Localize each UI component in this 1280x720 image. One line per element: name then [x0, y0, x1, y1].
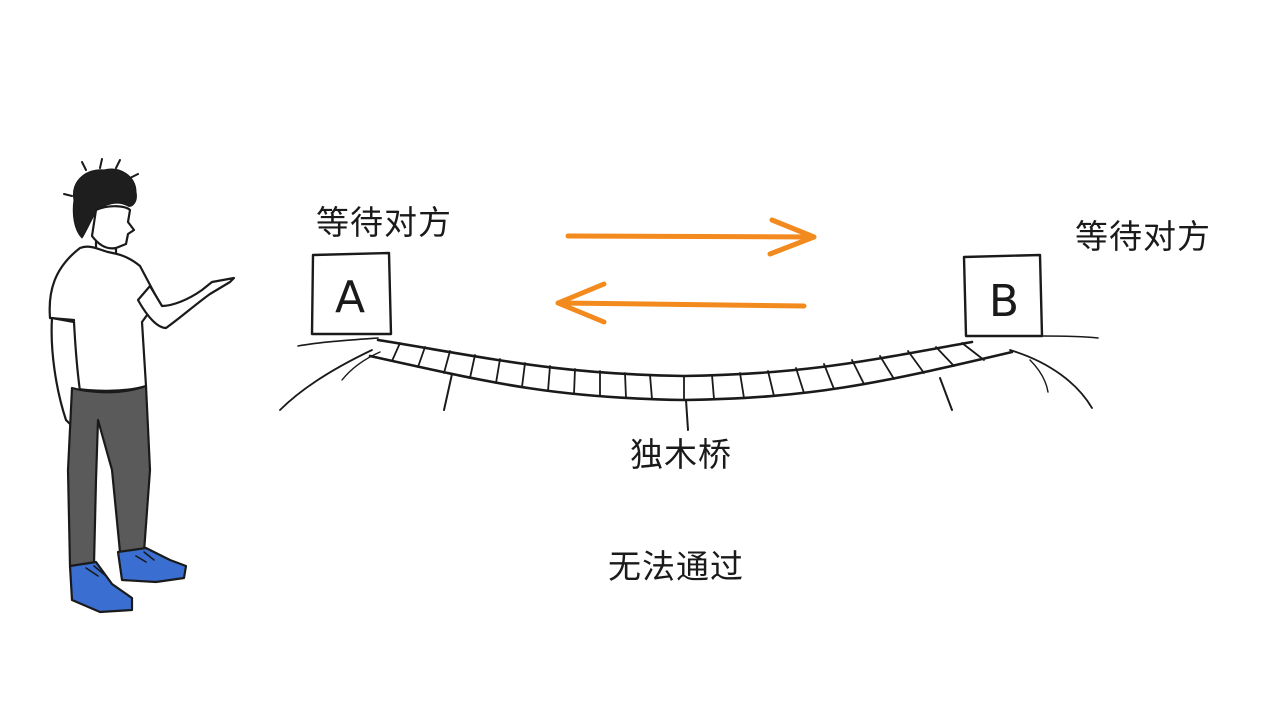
box-a-letter: A	[335, 272, 365, 323]
single-log-bridge	[279, 335, 1099, 431]
person-pointing-icon	[48, 158, 236, 614]
box-b-letter: B	[989, 276, 1019, 327]
label-waiting-b: 等待对方	[1075, 217, 1211, 256]
label-waiting-a: 等待对方	[316, 203, 452, 242]
box-b: B	[962, 253, 1044, 338]
arrow-right-icon	[565, 217, 817, 257]
label-single-log-bridge: 独木桥	[630, 435, 732, 474]
bridge-planks	[391, 342, 985, 401]
arrow-left-icon	[555, 281, 807, 325]
box-a: A	[310, 251, 393, 336]
label-cannot-pass: 无法通过	[608, 547, 744, 586]
